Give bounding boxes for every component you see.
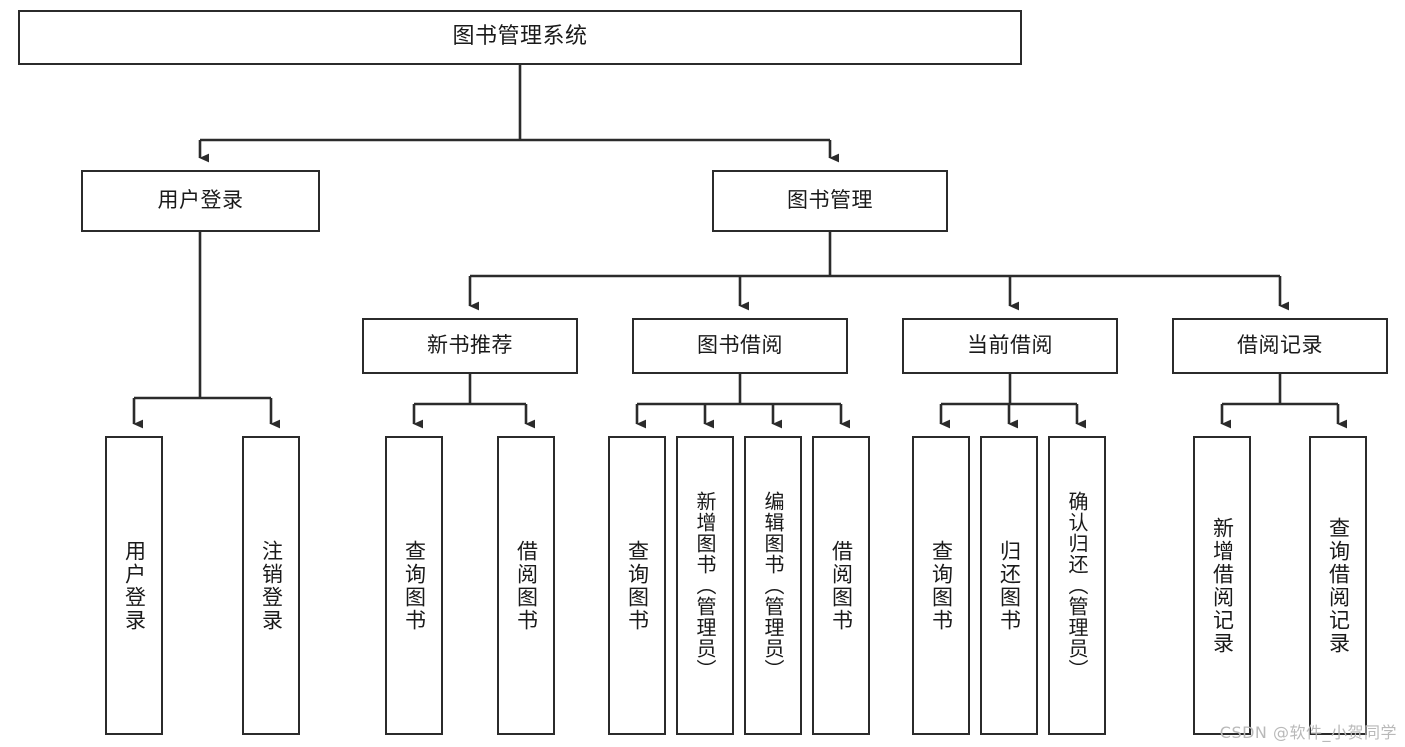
node-label: 图书管理 [787, 188, 873, 213]
leaf-label: 借阅图书 [829, 539, 854, 632]
leaf-label: 查询图书 [625, 539, 650, 632]
leaf-user-login[interactable]: 用户登录 [105, 436, 163, 735]
leaf-label: 归还图书 [997, 539, 1022, 632]
node-root-book-management-system[interactable]: 图书管理系统 [18, 10, 1022, 65]
leaf-label: 编辑图书（管理员） [761, 491, 785, 680]
node-label: 图书管理系统 [452, 24, 588, 50]
leaf-label: 用户登录 [122, 539, 147, 632]
leaf-label: 查询图书 [402, 539, 427, 632]
leaf-return-book[interactable]: 归还图书 [980, 436, 1038, 735]
leaf-label: 新增借阅记录 [1210, 516, 1235, 655]
leaf-label: 确认归还（管理员） [1065, 491, 1089, 680]
leaf-label: 借阅图书 [514, 539, 539, 632]
leaf-label: 查询图书 [929, 539, 954, 632]
node-book-management[interactable]: 图书管理 [712, 170, 948, 232]
leaf-borrow-book[interactable]: 借阅图书 [812, 436, 870, 735]
node-borrow-record[interactable]: 借阅记录 [1172, 318, 1388, 374]
leaf-query-book-recommend[interactable]: 查询图书 [385, 436, 443, 735]
node-current-borrow[interactable]: 当前借阅 [902, 318, 1118, 374]
leaf-query-book-current[interactable]: 查询图书 [912, 436, 970, 735]
node-label: 新书推荐 [427, 333, 513, 358]
leaf-borrow-book-recommend[interactable]: 借阅图书 [497, 436, 555, 735]
node-user-login[interactable]: 用户登录 [81, 170, 320, 232]
leaf-label: 新增图书（管理员） [693, 491, 717, 680]
node-book-borrow[interactable]: 图书借阅 [632, 318, 848, 374]
node-label: 借阅记录 [1237, 333, 1323, 358]
node-new-book-recommendation[interactable]: 新书推荐 [362, 318, 578, 374]
leaf-edit-book-admin[interactable]: 编辑图书（管理员） [744, 436, 802, 735]
node-label: 用户登录 [157, 188, 244, 213]
leaf-query-borrow-record[interactable]: 查询借阅记录 [1309, 436, 1367, 735]
node-label: 图书借阅 [697, 333, 783, 358]
node-label: 当前借阅 [967, 333, 1053, 358]
leaf-label: 注销登录 [259, 539, 284, 632]
leaf-add-borrow-record[interactable]: 新增借阅记录 [1193, 436, 1251, 735]
leaf-logout[interactable]: 注销登录 [242, 436, 300, 735]
leaf-query-book-borrow[interactable]: 查询图书 [608, 436, 666, 735]
leaf-add-book-admin[interactable]: 新增图书（管理员） [676, 436, 734, 735]
leaf-confirm-return-admin[interactable]: 确认归还（管理员） [1048, 436, 1106, 735]
leaf-label: 查询借阅记录 [1326, 516, 1351, 655]
watermark-text: CSDN @软件_小贺同学 [1219, 723, 1397, 742]
